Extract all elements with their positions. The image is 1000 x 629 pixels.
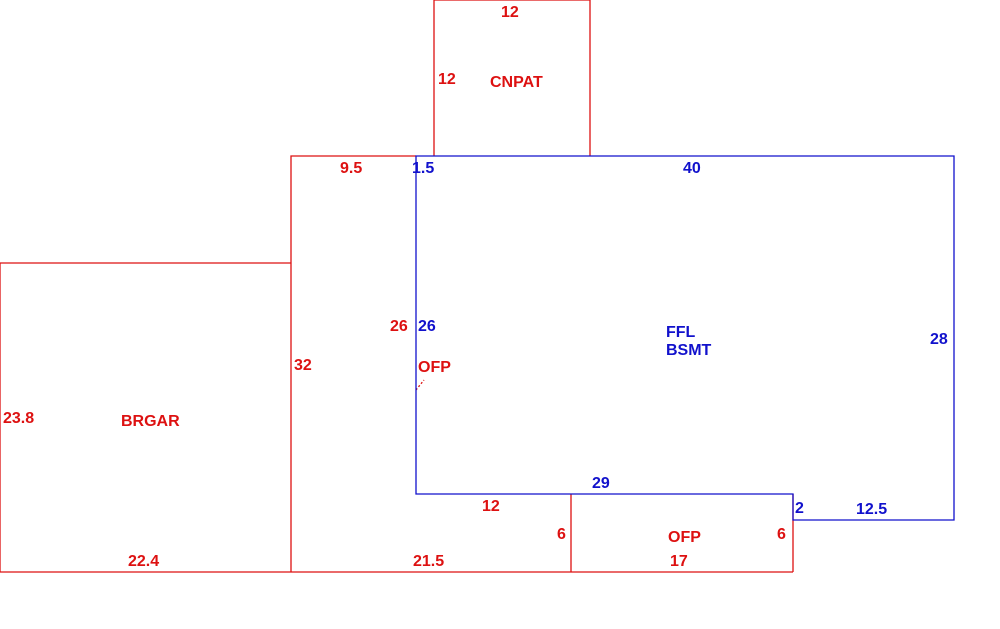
left-ofp-outline xyxy=(290,155,416,572)
cnpat-label: CNPAT xyxy=(490,74,543,91)
dim-cnpat-left: 12 xyxy=(438,71,456,88)
brgar-label: BRGAR xyxy=(121,413,180,430)
dim-ofp-small-right: 6 xyxy=(777,526,786,543)
dim-main-bottom: 29 xyxy=(592,475,610,492)
dim-ofp-inner-side: 26 xyxy=(390,318,408,335)
ffl-label: FFL xyxy=(666,324,696,341)
dim-left-ofp-top: 9.5 xyxy=(340,160,362,177)
cnpat-outline xyxy=(433,0,591,156)
dim-main-top-offset: 1.5 xyxy=(412,160,434,177)
dim-ofp-small-bottom: 17 xyxy=(670,553,688,570)
brgar-outline xyxy=(0,262,291,573)
ofp-left-label: OFP xyxy=(418,359,451,376)
dim-step-side: 2 xyxy=(795,500,804,517)
dim-main-left-side: 26 xyxy=(418,318,436,335)
dim-main-right: 28 xyxy=(930,331,948,348)
dim-left-ofp-side: 32 xyxy=(294,357,312,374)
ofp-bottom-label: OFP xyxy=(668,529,701,546)
dim-step-bottom: 12.5 xyxy=(856,501,887,518)
dim-ofp-small-left: 6 xyxy=(557,526,566,543)
dim-cnpat-top: 12 xyxy=(501,4,519,21)
dim-ofp-inner-bottom: 12 xyxy=(482,498,500,515)
dim-brgar-side: 23.8 xyxy=(3,410,34,427)
bsmt-label: BSMT xyxy=(666,342,712,359)
dim-brgar-bottom: 22.4 xyxy=(128,553,159,570)
ffl-bsmt-outline xyxy=(415,155,955,521)
dim-ofp-bottom-left: 21.5 xyxy=(413,553,444,570)
ofp-diagonal-mark xyxy=(415,379,425,391)
dim-main-top: 40 xyxy=(683,160,701,177)
